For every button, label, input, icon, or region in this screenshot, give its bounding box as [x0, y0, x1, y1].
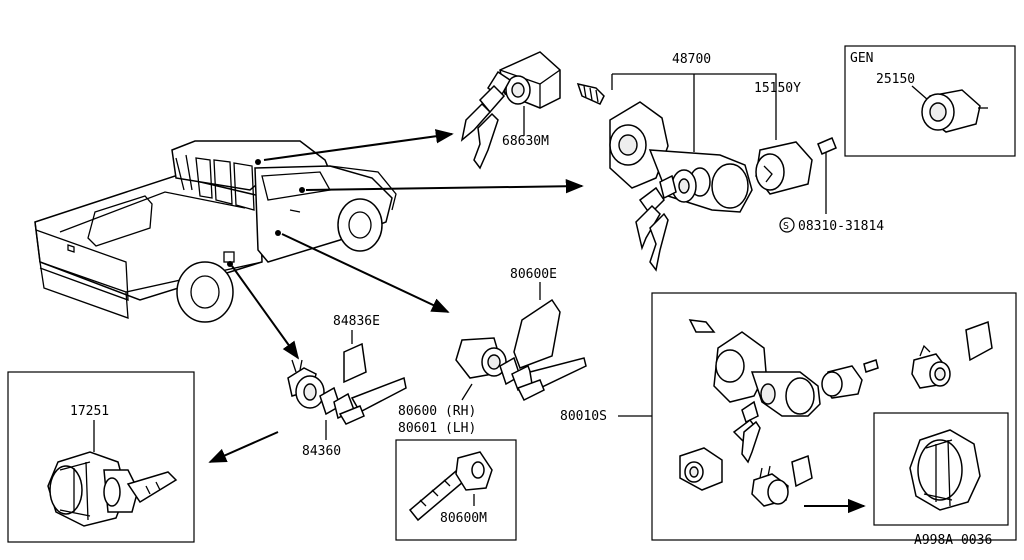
screw-08310-31814 [817, 137, 837, 214]
label-80601-lh: 80601 (LH) [398, 421, 476, 436]
glove-lock-cylinder-15150y [755, 141, 813, 195]
key-box [395, 439, 517, 541]
arrow-to-68630m [263, 129, 454, 161]
label-80600m: 80600M [440, 511, 487, 526]
ignition-lock-48700 [576, 82, 753, 272]
label-48700: 48700 [672, 52, 711, 67]
pickup-truck-illustration [34, 140, 397, 323]
key-80600m [408, 451, 493, 522]
label-25150: 25150 [876, 72, 915, 87]
kit-glove-cylinder [821, 359, 879, 399]
kit-tailgate-lock [751, 454, 813, 507]
label-80600-rh: 80600 (RH) [398, 404, 476, 419]
label-08310-31814: 08310-31814 [798, 219, 884, 234]
label-gen: GEN [850, 51, 873, 66]
fuel-cap-17251 [47, 451, 178, 527]
screw-symbol-letter: S [783, 221, 789, 232]
arrow-to-80600 [281, 233, 450, 313]
door-lock-80600 [455, 298, 587, 402]
label-84360: 84360 [302, 444, 341, 459]
label-80600e: 80600E [510, 267, 557, 282]
tailgate-lock-84360 [287, 342, 407, 425]
label-84836e: 84836E [333, 314, 380, 329]
kit-door-lock [911, 320, 993, 389]
label-15150y: 15150Y [754, 81, 801, 96]
kit-ignition-lock [688, 319, 821, 464]
fuel-cap-box [7, 371, 195, 543]
screw-symbol [779, 217, 795, 233]
reference-code: A998A 0036 [914, 533, 992, 548]
arrow-to-84360 [231, 265, 300, 360]
gen-lock-25150 [921, 89, 988, 133]
kit-fuel-cap [909, 429, 981, 511]
kit-fuel-cap-box [873, 412, 1009, 526]
glove-box-lock-68630m [460, 51, 561, 170]
gen-box [844, 45, 1016, 157]
kit-glove-box-lock [679, 447, 723, 491]
label-80010s: 80010S [560, 409, 607, 424]
arrow-to-17251-box [208, 431, 279, 463]
arrow-to-48700 [305, 179, 584, 194]
label-17251: 17251 [70, 404, 109, 419]
label-68630m: 68630M [502, 134, 549, 149]
